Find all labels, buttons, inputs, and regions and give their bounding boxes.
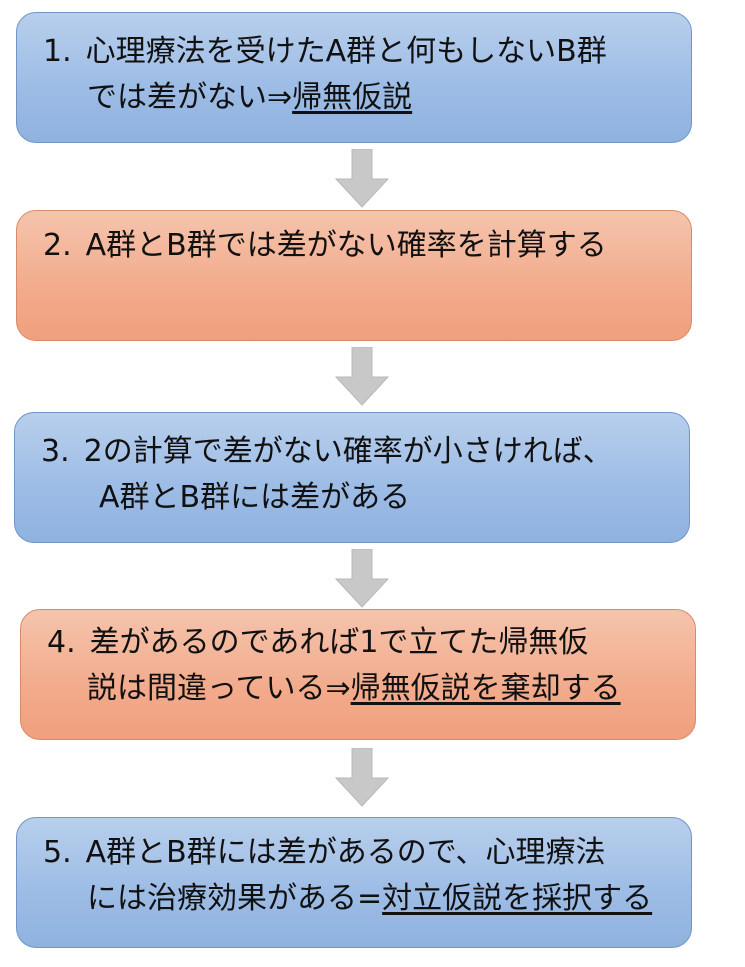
step-3-text-2: A群とB群には差がある <box>99 480 411 515</box>
step-4-text: 差があるのであれば1で立てた帰無仮 <box>89 625 589 660</box>
step-4-line-2: 説は間違っている⇒帰無仮説を棄却する <box>47 666 673 712</box>
step-5-box: 5. A群とB群には差があるので、心理療法 には治療効果がある=対立仮説を採択する <box>16 817 692 948</box>
step-4-number: 4. <box>47 625 76 660</box>
arrow-down-icon <box>334 748 390 807</box>
step-2-line-1: 2. A群とB群では差がない確率を計算する <box>43 223 669 269</box>
step-3-line-2: A群とB群には差がある <box>41 475 667 521</box>
step-3-number: 3. <box>41 434 70 469</box>
step-2-box: 2. A群とB群では差がない確率を計算する <box>16 210 692 341</box>
step-4-box: 4. 差があるのであれば1で立てた帰無仮 説は間違っている⇒帰無仮説を棄却する <box>20 609 696 740</box>
step-2-text: A群とB群では差がない確率を計算する <box>85 228 607 263</box>
step-1-number: 1. <box>43 34 72 69</box>
arrow-down-icon <box>334 347 390 406</box>
step-3-text: 2の計算で差がない確率が小さければ、 <box>83 434 613 469</box>
step-1-box: 1. 心理療法を受けたA群と何もしないB群 では差がない⇒帰無仮説 <box>16 12 692 143</box>
step-1-line-1: 1. 心理療法を受けたA群と何もしないB群 <box>43 29 669 75</box>
step-5-keyword: 対立仮説を採択する <box>382 881 653 916</box>
step-3-box: 3. 2の計算で差がない確率が小さければ、 A群とB群には差がある <box>14 412 690 543</box>
step-5-line-2: には治療効果がある=対立仮説を採択する <box>43 876 669 922</box>
step-1-keyword: 帰無仮説 <box>292 80 413 115</box>
step-2-number: 2. <box>43 228 72 263</box>
step-4-line-1: 4. 差があるのであれば1で立てた帰無仮 <box>47 620 673 666</box>
arrow-down-icon <box>334 149 390 208</box>
step-4-keyword: 帰無仮説を棄却する <box>350 671 621 706</box>
step-3-line-1: 3. 2の計算で差がない確率が小さければ、 <box>41 429 667 475</box>
step-5-line-1: 5. A群とB群には差があるので、心理療法 <box>43 830 669 876</box>
step-4-text-2: 説は間違っている⇒ <box>87 671 351 706</box>
step-5-text-2: には治療効果がある= <box>87 881 383 916</box>
step-1-text: 心理療法を受けたA群と何もしないB群 <box>85 34 607 69</box>
step-1-line-2: では差がない⇒帰無仮説 <box>43 75 669 121</box>
step-5-number: 5. <box>43 835 72 870</box>
step-5-text: A群とB群には差があるので、心理療法 <box>85 835 606 870</box>
step-1-text-2: では差がない⇒ <box>87 80 293 115</box>
arrow-down-icon <box>334 549 390 608</box>
